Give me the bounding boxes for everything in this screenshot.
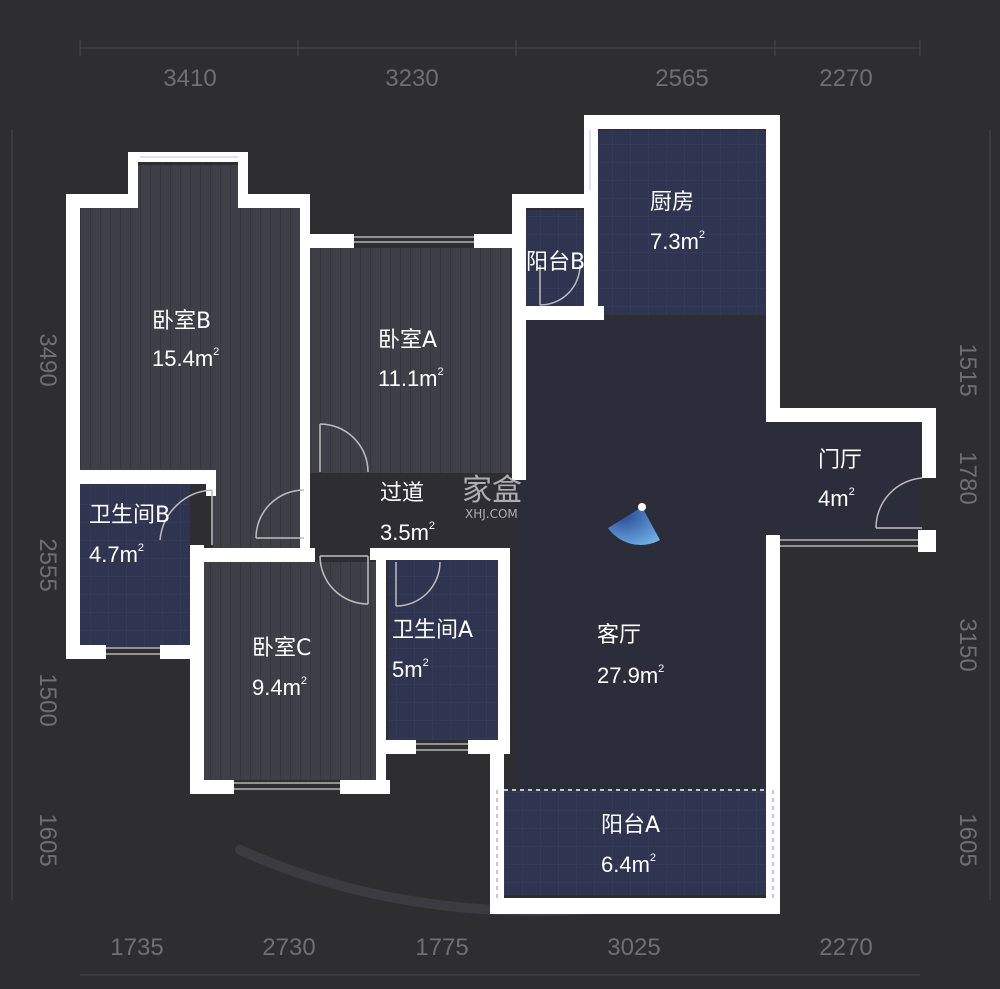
dim-top-1: 3410 bbox=[163, 65, 216, 92]
watermark-domain: XHJ.COM bbox=[465, 507, 518, 521]
room-name-bedroom-c: 卧室C bbox=[252, 636, 311, 661]
floor-corridor bbox=[302, 476, 512, 552]
floor-bedroom-a bbox=[310, 248, 515, 473]
walls bbox=[66, 115, 936, 914]
compass-icon bbox=[608, 503, 660, 545]
watermark-logo: 家盒 bbox=[462, 473, 522, 508]
dim-right-2: 1780 bbox=[954, 451, 981, 504]
doors bbox=[159, 264, 923, 607]
balcony-rails bbox=[496, 789, 774, 898]
floor-balcony-a bbox=[504, 790, 766, 895]
floor-bedroom-b-lower bbox=[213, 476, 300, 550]
dim-bottom-2: 2730 bbox=[262, 934, 315, 961]
room-name-living-room: 客厅 bbox=[597, 623, 641, 648]
floor-bedroom-b bbox=[78, 208, 300, 476]
room-name-balcony-a: 阳台A bbox=[601, 813, 660, 838]
room-name-balcony-b: 阳台B bbox=[526, 250, 585, 275]
room-name-bathroom-b: 卫生间B bbox=[89, 503, 170, 528]
room-name-bedroom-a: 卧室A bbox=[378, 328, 437, 353]
room-labels: 卧室B 15.4m2 卧室A 11.1m2 阳台B 厨房 7.3m2 门厅 4m… bbox=[89, 190, 862, 877]
room-area-entrance: 4m2 bbox=[818, 486, 855, 511]
floor-bedroom-b-bay bbox=[138, 165, 238, 210]
room-area-bedroom-c: 9.4m2 bbox=[252, 675, 307, 700]
room-name-bedroom-b: 卧室B bbox=[152, 309, 211, 334]
dimension-labels-top: 3410 3230 2565 2270 bbox=[163, 65, 872, 92]
watermark: 家盒 XHJ.COM bbox=[462, 473, 522, 521]
dim-top-4: 2270 bbox=[819, 65, 872, 92]
dim-left-2: 2555 bbox=[34, 538, 61, 591]
dim-left-4: 1605 bbox=[34, 813, 61, 866]
floors bbox=[78, 130, 921, 895]
room-name-entrance: 门厅 bbox=[818, 448, 862, 473]
dimension-labels-right: 1515 1780 3150 1605 bbox=[954, 343, 981, 866]
dim-bottom-1: 1735 bbox=[110, 934, 163, 961]
dimension-guides bbox=[11, 40, 991, 976]
dimension-labels-left: 3490 2555 1500 1605 bbox=[34, 333, 61, 866]
dim-left-1: 3490 bbox=[34, 333, 61, 386]
windows bbox=[106, 130, 918, 790]
floor-kitchen bbox=[598, 130, 766, 315]
room-area-bedroom-b: 15.4m2 bbox=[152, 346, 219, 371]
floor-living bbox=[516, 318, 766, 788]
dim-left-3: 1500 bbox=[34, 673, 61, 726]
dim-top-2: 3230 bbox=[385, 65, 438, 92]
room-area-living-room: 27.9m2 bbox=[597, 663, 664, 688]
room-area-bathroom-b: 4.7m2 bbox=[89, 542, 144, 567]
room-name-bathroom-a: 卫生间A bbox=[392, 618, 473, 643]
dim-bottom-4: 3025 bbox=[607, 934, 660, 961]
room-area-bedroom-a: 11.1m2 bbox=[378, 366, 444, 391]
room-name-corridor: 过道 bbox=[380, 481, 424, 506]
room-name-kitchen: 厨房 bbox=[650, 190, 694, 215]
dim-right-3: 3150 bbox=[954, 618, 981, 671]
dim-right-4: 1605 bbox=[954, 813, 981, 866]
floor-bedroom-c bbox=[204, 562, 376, 780]
room-area-balcony-a: 6.4m2 bbox=[601, 852, 656, 877]
dim-bottom-3: 1775 bbox=[415, 934, 468, 961]
dim-top-3: 2565 bbox=[655, 65, 708, 92]
dim-bottom-5: 2270 bbox=[819, 934, 872, 961]
room-area-corridor: 3.5m2 bbox=[380, 520, 435, 545]
room-area-kitchen: 7.3m2 bbox=[650, 229, 705, 254]
floor-bathroom-a bbox=[388, 560, 498, 740]
room-area-bathroom-a: 5m2 bbox=[392, 657, 429, 682]
dimension-labels-bottom: 1735 2730 1775 3025 2270 bbox=[110, 934, 872, 961]
floor-entrance bbox=[766, 420, 921, 538]
dim-right-1: 1515 bbox=[954, 343, 981, 396]
